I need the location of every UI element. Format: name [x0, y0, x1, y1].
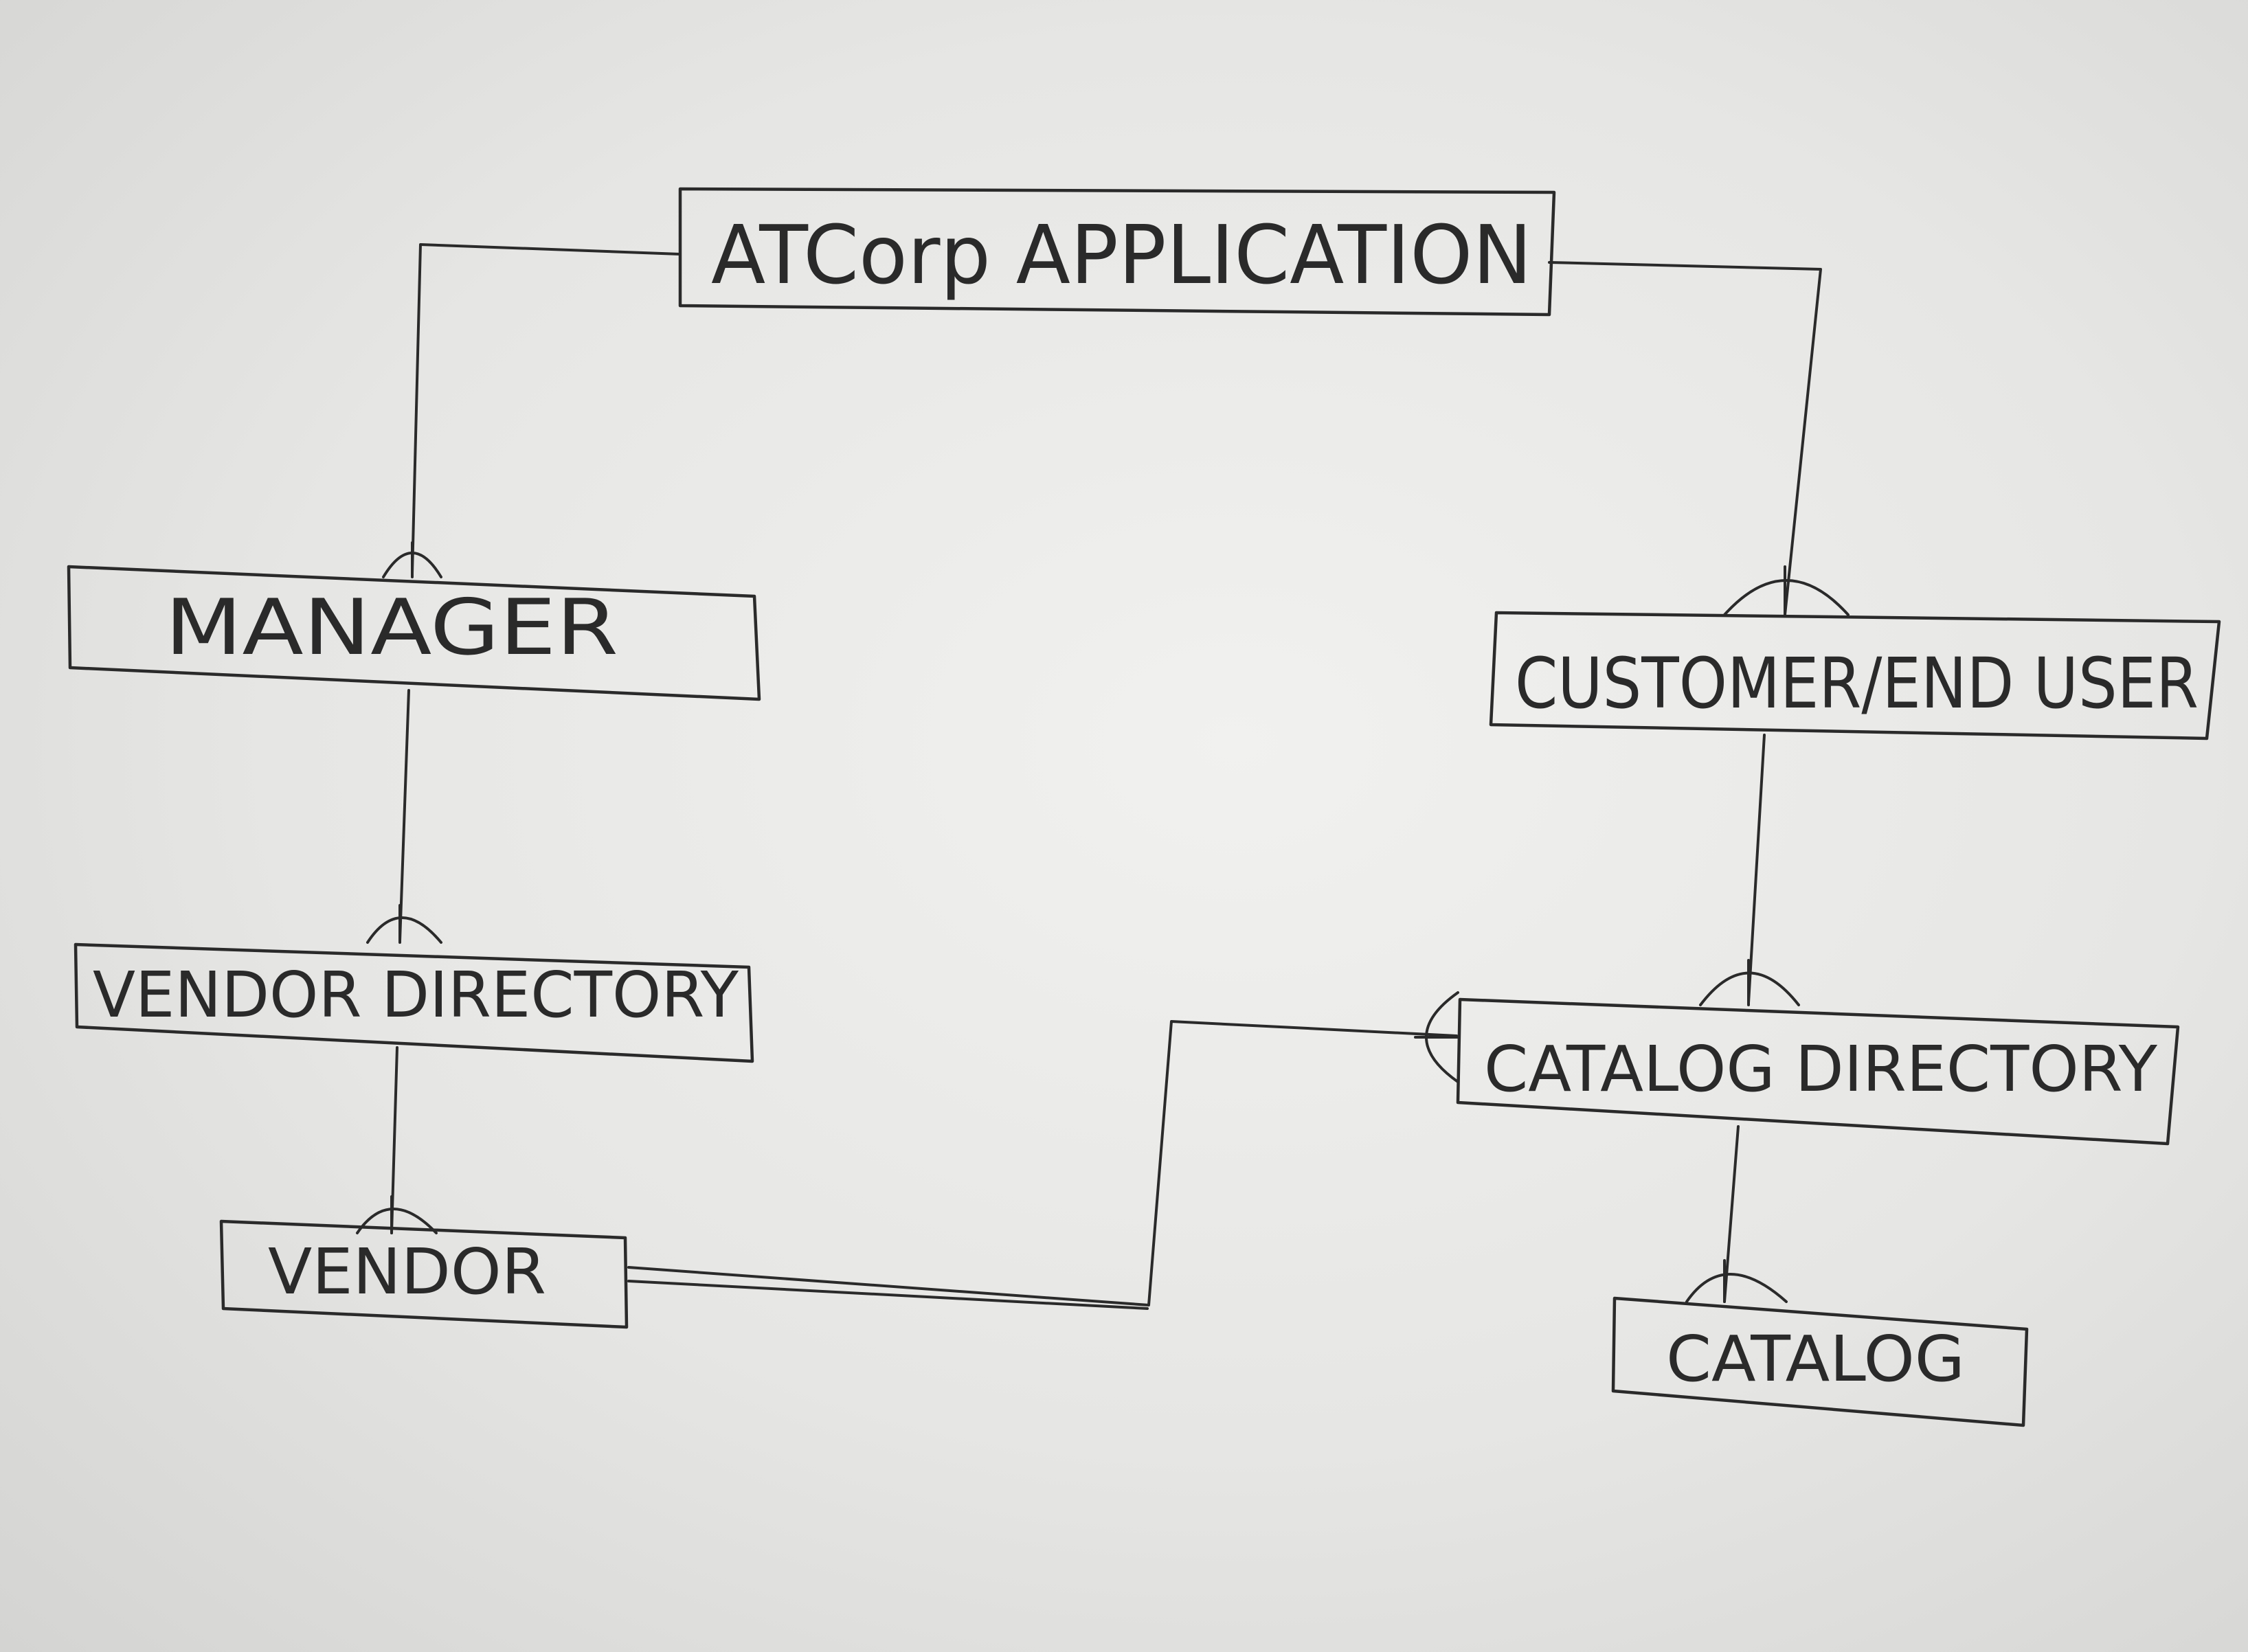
edge-vendor-catalog-directory: [627, 1020, 1458, 1306]
entity-label-manager: MANAGER: [165, 583, 618, 672]
entity-vendor-directory: VENDOR DIRECTORY: [74, 942, 754, 1063]
entity-label-vendor: VENDOR: [268, 1235, 546, 1309]
entity-vendor: VENDOR: [219, 1219, 629, 1329]
entity-label-catalog-directory: CATALOG DIRECTORY: [1484, 1032, 2158, 1106]
edge-atcorp-customer: [1548, 261, 1822, 616]
entity-manager: MANAGER: [67, 565, 761, 701]
edge-vendor-catalog-directory-second: [627, 1280, 1149, 1310]
entity-label-vendor-directory: VENDOR DIRECTORY: [93, 958, 739, 1032]
crowfoot-catalog: [1685, 1259, 1788, 1303]
crowfoot-vendor-directory: [366, 904, 442, 944]
entity-customer-end-user: CUSTOMER/END USER: [1489, 611, 2221, 740]
entity-atcorp-application: ATCorp APPLICATION: [678, 187, 1556, 317]
crowfoot-manager: [382, 541, 442, 578]
entity-catalog-directory: CATALOG DIRECTORY: [1456, 997, 2180, 1146]
edge-catalog-directory-catalog: [1723, 1125, 1740, 1303]
crowfoot-catalog-directory-top: [1699, 959, 1800, 1006]
crowfoot-customer: [1723, 565, 1850, 616]
edge-atcorp-manager: [411, 243, 682, 575]
edge-customer-catalog-directory: [1747, 734, 1766, 1004]
entity-catalog: CATALOG: [1611, 1296, 2029, 1427]
crowfoot-catalog-directory-left: [1414, 991, 1459, 1083]
entity-label-catalog: CATALOG: [1666, 1322, 1965, 1396]
entity-label-customer: CUSTOMER/END USER: [1515, 643, 2199, 725]
entity-label-atcorp: ATCorp APPLICATION: [711, 207, 1532, 302]
edge-manager-vendor-directory: [398, 689, 410, 942]
